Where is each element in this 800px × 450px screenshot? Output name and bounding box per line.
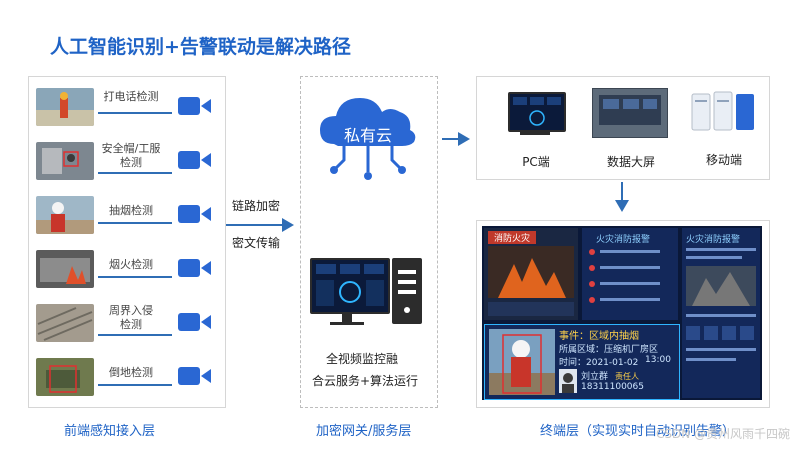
event-title: 事件：区域内抽烟: [559, 331, 639, 342]
camera-icon: [178, 367, 211, 385]
alert-panel-fire: 消防火灾: [484, 228, 578, 320]
row-label: 安全帽/工服 检测: [101, 142, 161, 169]
row-label: 倒地检测: [109, 366, 153, 379]
row-arrow: [98, 172, 172, 174]
detection-thumbnail-3: [36, 196, 94, 234]
monitor-dashboard-mock: [316, 264, 384, 306]
detection-thumbnail-1: [36, 88, 94, 126]
event-area: 所属区域：压缩机厂房区: [559, 345, 659, 355]
camera-icon: [178, 151, 211, 169]
row-label: 周界入侵 检测: [109, 304, 153, 331]
terminal-layer-label: 终端层（实现实时自动识别告警）: [540, 424, 736, 439]
alert-detail-title: 火灾消防报警: [686, 235, 741, 245]
down-arrow-head-icon: [615, 200, 629, 212]
link-text-2: 密文传输: [232, 236, 281, 250]
pc-stand: [520, 132, 550, 135]
alert-detail-panel: 火灾消防报警: [682, 228, 760, 398]
camera-icon: [178, 205, 211, 223]
alert-list-items: [589, 249, 660, 303]
row-arrow: [98, 384, 172, 386]
row-arrow: [98, 276, 172, 278]
person-avatar: [559, 369, 577, 393]
monitor-stand: [342, 312, 352, 322]
device-label-bigscreen: 数据大屏: [606, 155, 655, 169]
link-arrow-head-icon: [282, 218, 294, 232]
link-text-1: 链路加密: [232, 199, 281, 213]
alert-list-panel: 火灾消防报警: [582, 228, 678, 320]
gateway-desc-2: 合云服务+算法运行: [312, 374, 419, 388]
fire-scene-image: [488, 246, 574, 298]
gateway-desc-1: 全视频监控融: [326, 352, 399, 366]
detection-thumbnail-2: [36, 142, 94, 180]
front-row-4: 烟火检测: [36, 246, 216, 294]
front-row-3: 抽烟检测: [36, 192, 216, 240]
gateway-layer-panel: [300, 76, 438, 408]
row-arrow: [98, 334, 172, 336]
device-label-pc: PC端: [522, 155, 550, 169]
event-panel: 事件：区域内抽烟 所属区域：压缩机厂房区 时间：2021-01-02 13:00…: [484, 324, 680, 400]
row-label: 烟火检测: [109, 258, 153, 271]
front-row-5: 周界入侵 检测: [36, 300, 216, 348]
event-time-label: 时间：2021-01-02: [559, 358, 639, 368]
alert-list-title: 火灾消防报警: [596, 235, 651, 245]
event-snapshot-image: [489, 329, 555, 395]
terminal-arrow-line: [442, 138, 462, 140]
pc-device-mock: [508, 92, 566, 132]
row-arrow: [98, 112, 172, 114]
row-label: 抽烟检测: [109, 204, 153, 217]
private-cloud-icon: [320, 98, 416, 180]
detection-thumbnail-6: [36, 358, 94, 396]
front-layer-panel: [28, 76, 226, 408]
row-arrow: [98, 222, 172, 224]
mobile-device-mock: [690, 90, 756, 132]
front-layer-label: 前端感知接入层: [64, 424, 156, 439]
watermark: CSDN @贵州风雨千四碗: [655, 427, 790, 441]
gateway-layer-label: 加密网关/服务层: [316, 424, 412, 439]
monitor-screen: [310, 258, 390, 314]
fire-caption-bar: [488, 302, 574, 316]
device-label-mobile: 移动端: [705, 153, 742, 167]
monitor-base: [330, 322, 364, 325]
diagram-title: 人工智能识别+告警联动是解决路径: [50, 36, 351, 58]
row-label: 打电话检测: [103, 90, 159, 103]
detection-thumbnail-5: [36, 304, 94, 342]
person-phone: 18311100065: [581, 382, 644, 392]
camera-icon: [178, 259, 211, 277]
detection-thumbnail-4: [36, 250, 94, 288]
alert-panel-fire-title: 消防火灾: [488, 231, 537, 244]
camera-icon: [178, 313, 211, 331]
person-name: 刘立群: [581, 372, 609, 382]
terminal-arrow-head-icon: [458, 132, 470, 146]
link-arrow-line: [226, 224, 286, 226]
cloud-label: 私有云: [343, 126, 392, 145]
front-row-2: 安全帽/工服 检测: [36, 138, 216, 186]
bigscreen-device-mock: [592, 88, 668, 138]
down-arrow-line: [621, 182, 623, 202]
person-role: 责任人: [615, 372, 639, 381]
front-row-1: 打电话检测: [36, 84, 216, 132]
alert-detail-content: [686, 248, 756, 361]
event-time: 13:00: [645, 355, 671, 365]
front-row-6: 倒地检测: [36, 354, 216, 402]
server-icon: [392, 258, 422, 324]
camera-icon: [178, 97, 211, 115]
